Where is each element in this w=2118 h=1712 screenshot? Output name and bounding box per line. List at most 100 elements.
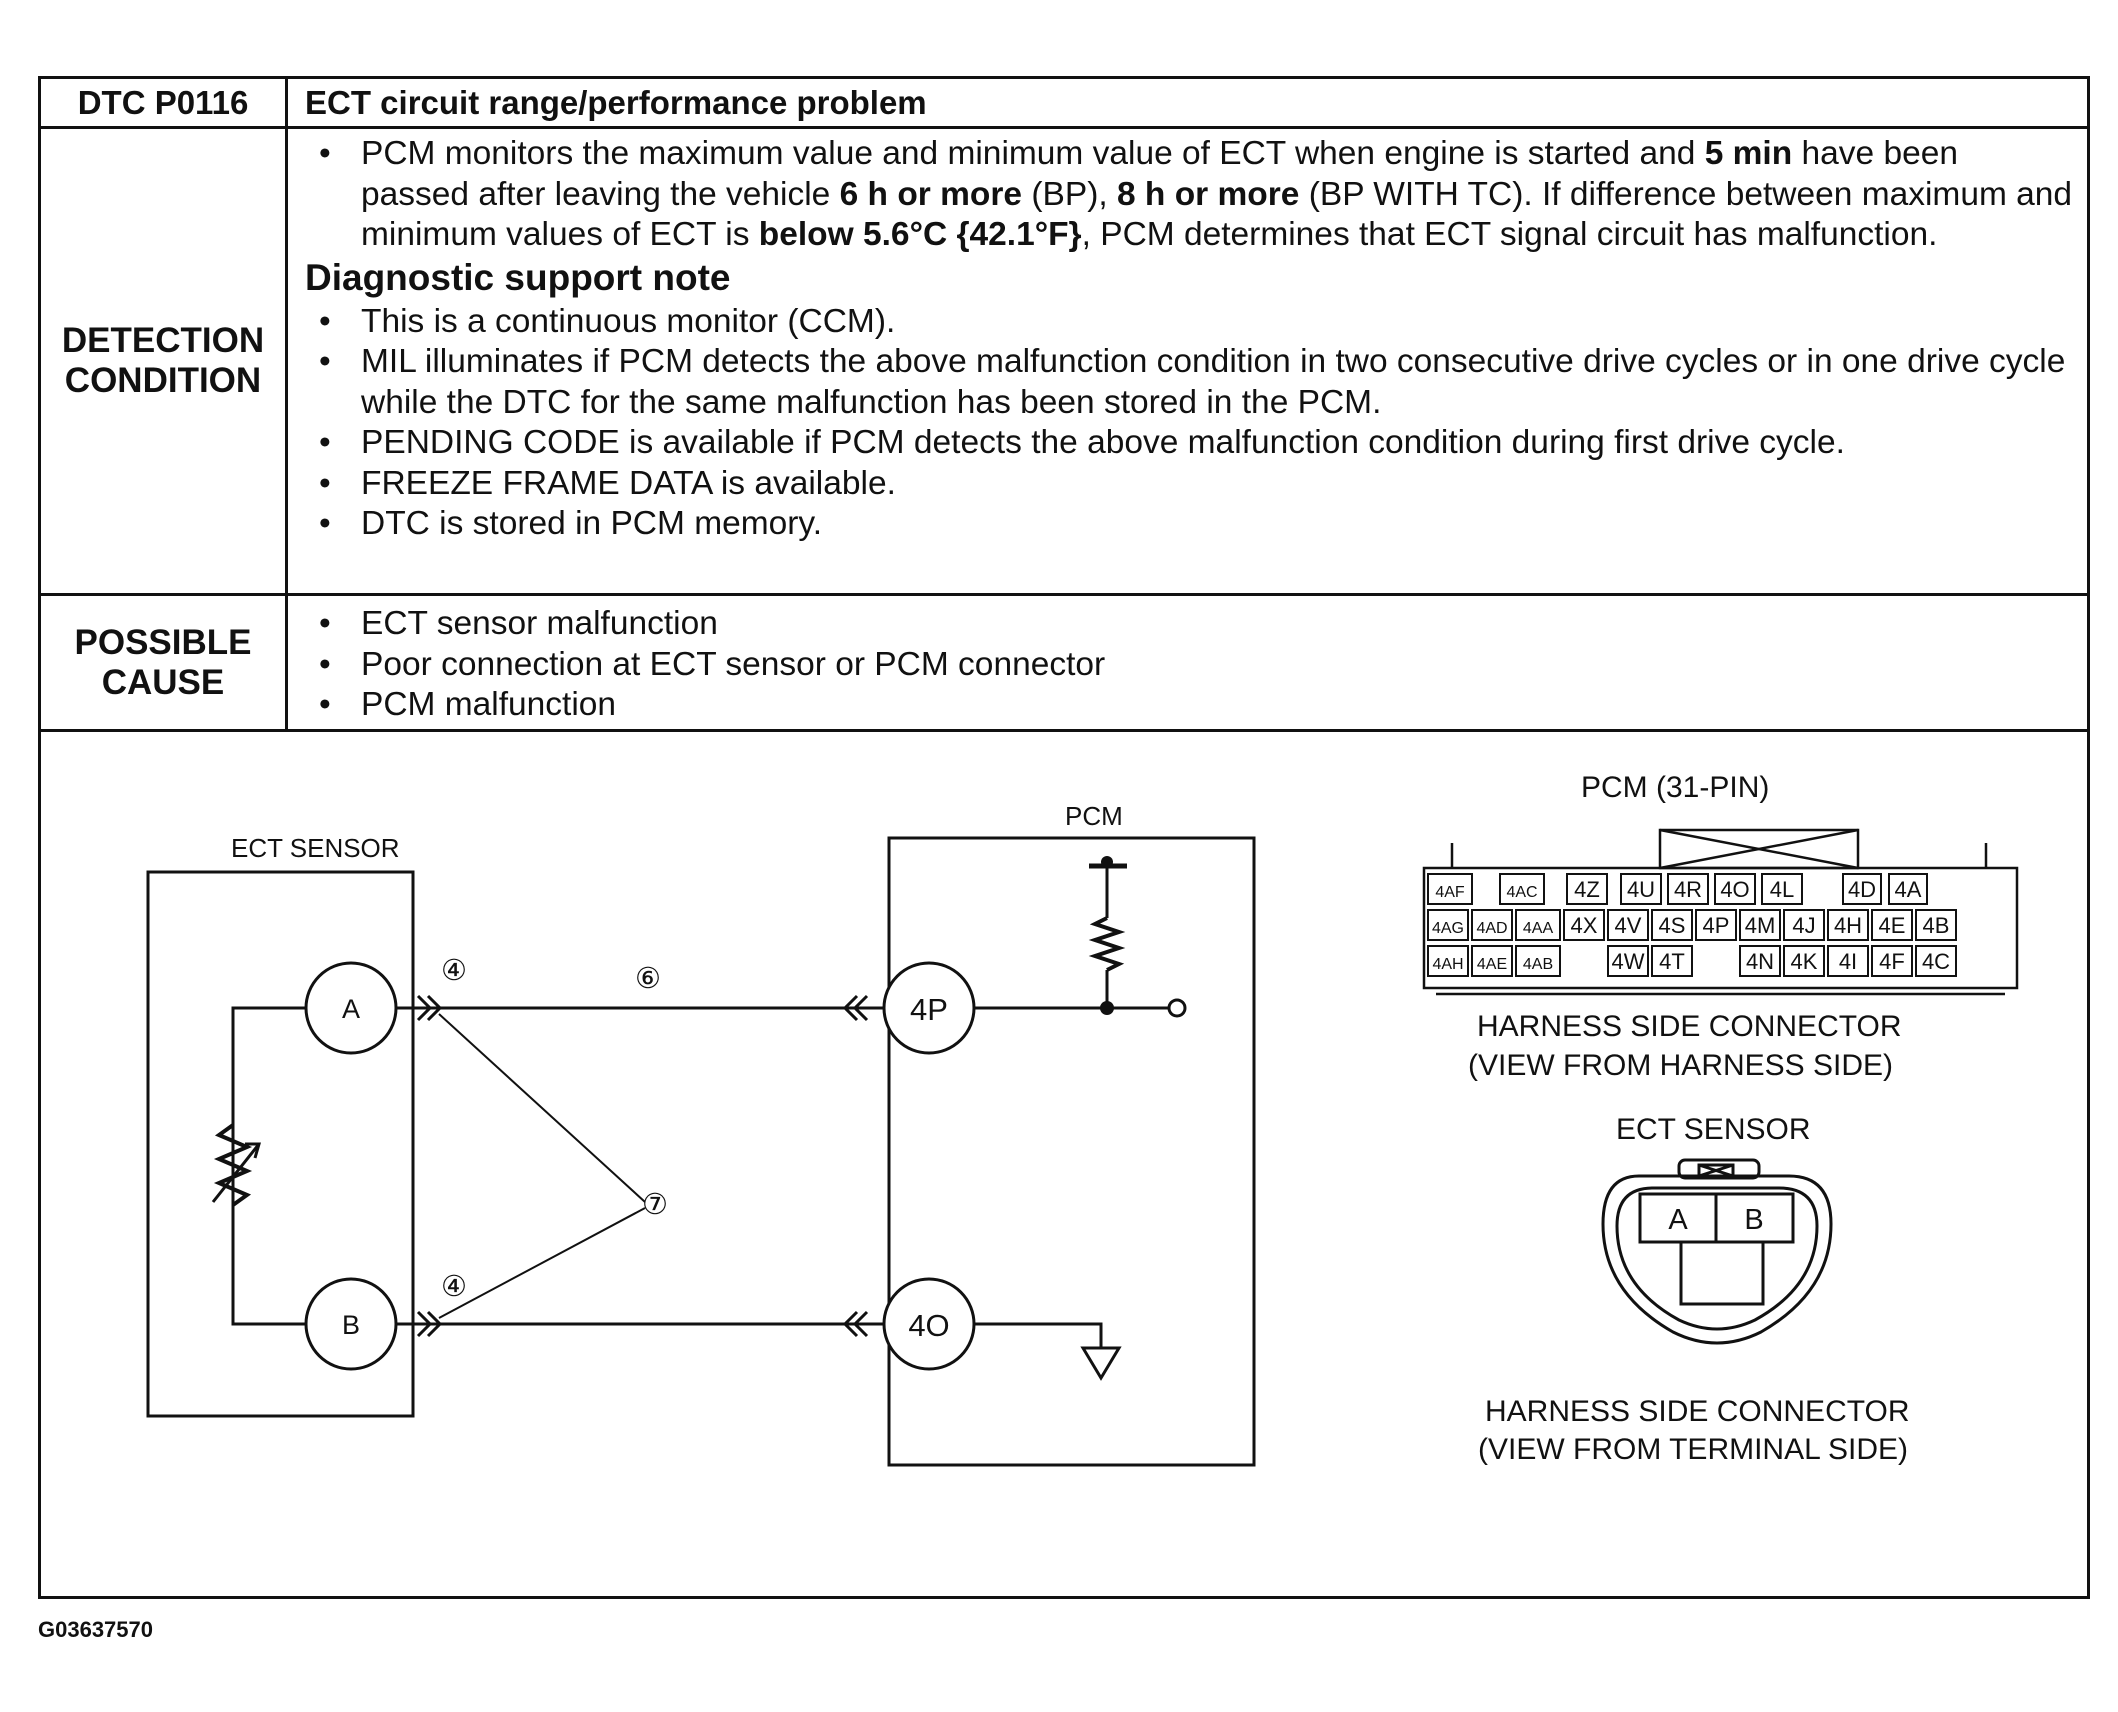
pcm-pin-cell: [1471, 945, 1513, 977]
callout-7-leader: [438, 1013, 646, 1203]
pcm-pin-label: 4R: [1674, 877, 1702, 902]
pull-up-resistor: [1088, 916, 1126, 972]
pcm-pin-label: 4F: [1879, 949, 1905, 974]
connector-chevron: [416, 1310, 433, 1338]
pcm-pin-label: 4V: [1615, 913, 1642, 938]
harness-caption-1: HARNESS SIDE CONNECTOR: [1477, 1010, 1902, 1043]
terminal-caption-2: (VIEW FROM TERMINAL SIDE): [1478, 1433, 1908, 1466]
dtc-title: ECT circuit range/performance problem: [305, 83, 927, 121]
detection-condition-content: PCM monitors the maximum value and minim…: [291, 129, 2087, 593]
pcm-pin-label: 4AH: [1432, 956, 1463, 973]
ect-pin-a-label: A: [1668, 1204, 1688, 1236]
terminal-caption-1: HARNESS SIDE CONNECTOR: [1485, 1395, 1910, 1428]
detection-condition-label: DETECTION CONDITION: [41, 129, 288, 593]
dtc-code: DTC P0116: [41, 79, 288, 126]
support-note-item: FREEZE FRAME DATA is available.: [305, 464, 2073, 505]
pcm-pin-label: 4L: [1770, 877, 1794, 902]
pcm-label: PCM: [1065, 801, 1123, 831]
pcm-pin-label: 4E: [1879, 913, 1906, 938]
pcm-pin-label: 4A: [1895, 877, 1922, 902]
pcm-box: [887, 836, 1256, 1467]
harness-caption-2: (VIEW FROM HARNESS SIDE): [1468, 1049, 1893, 1082]
pcm-pin-cell: [1827, 945, 1869, 977]
support-note-title: Diagnostic support note: [305, 256, 731, 298]
possible-cause-row: POSSIBLE CAUSE ECT sensor malfunction Po…: [41, 596, 2087, 732]
pcm-pin-cell: [1783, 909, 1825, 941]
pcm-pin-cell: [1515, 945, 1561, 977]
thermistor-arrowhead: [245, 1142, 261, 1159]
pcm-pin-label: 4P: [1703, 913, 1730, 938]
possible-cause-content: ECT sensor malfunction Poor connection a…: [291, 596, 2087, 729]
pcm-pin-cell: [1427, 873, 1473, 905]
pcm-pin-cell: [1427, 945, 1469, 977]
detection-label-line2: CONDITION: [64, 361, 262, 400]
pcm-pin-label: 4Z: [1574, 877, 1600, 902]
pcm-pin-cell: [1761, 873, 1803, 905]
pcm-output-terminal: [1167, 998, 1187, 1018]
connector-chevron: [852, 994, 869, 1022]
pcm-pin-cell: [1871, 945, 1913, 977]
connector-chevron: [852, 1310, 869, 1338]
pcm-pin-cell: [1515, 909, 1561, 941]
pcm-pin-label: 4AE: [1477, 956, 1507, 973]
pcm-pin-label: 4AB: [1523, 956, 1553, 973]
pcm-pin-label: 4S: [1659, 913, 1686, 938]
pin-4o-label: 4O: [908, 1308, 949, 1343]
pcm-pin-label: 4X: [1571, 913, 1598, 938]
pcm-pin-cell: [1739, 945, 1781, 977]
pcm-pin-cell: [1620, 873, 1662, 905]
pin-4p-label: 4P: [910, 992, 948, 1027]
pcm-pin-cell: [1471, 909, 1513, 941]
support-note-item: DTC is stored in PCM memory.: [305, 504, 2073, 545]
pcm-pin-label: 4AD: [1476, 920, 1507, 937]
thermistor-arrow: [211, 1143, 261, 1203]
cause-label-line1: POSSIBLE: [74, 622, 252, 662]
callout-6: ⑥: [635, 963, 661, 995]
pcm-pin-cell: [1871, 909, 1913, 941]
pcm-pin-cell: [1607, 945, 1649, 977]
pcm-pin-label: 4AG: [1432, 920, 1464, 937]
possible-cause-label: POSSIBLE CAUSE: [41, 596, 288, 729]
pcm-pin-label: 4K: [1791, 949, 1818, 974]
cause-item: ECT sensor malfunction: [305, 604, 2073, 645]
pcm-pin-cell: [1695, 909, 1737, 941]
pcm-pin-cell: [1427, 909, 1469, 941]
pcm-pin-label: 4I: [1839, 949, 1857, 974]
pcm-pin-label: 4W: [1612, 949, 1645, 974]
callout-4-top: ④: [441, 955, 467, 987]
sensor-internal-wire: [231, 1006, 351, 1326]
ground-wire-internal: [974, 1322, 1103, 1348]
detection-main-bullet: PCM monitors the maximum value and minim…: [305, 134, 2073, 256]
ect-connector-title: ECT SENSOR: [1616, 1113, 1811, 1146]
ect-connector-housing: [1601, 1158, 1833, 1345]
ect-sensor-box: [146, 870, 415, 1418]
callout-7: ⑦: [642, 1189, 668, 1221]
detection-label-line1: DETECTION: [61, 321, 265, 360]
dtc-header-row: DTC P0116 ECT circuit range/performance …: [41, 79, 2087, 129]
pcm-pin-cell: [1827, 909, 1869, 941]
pcm-pin-label: 4N: [1746, 949, 1774, 974]
pcm-pin-cell: [1915, 909, 1957, 941]
support-note-item: MIL illuminates if PCM detects the above…: [305, 342, 2073, 423]
pcm-pin-cell: [1667, 873, 1709, 905]
pcm-pin-cell: [1651, 909, 1693, 941]
figure-code: G03637570: [38, 1617, 153, 1642]
pcm-pin-label: 4O: [1720, 877, 1749, 902]
pcm-pin-cell: [1607, 909, 1649, 941]
connector-chevron: [842, 1310, 859, 1338]
cause-item: Poor connection at ECT sensor or PCM con…: [305, 645, 2073, 686]
ect-sensor-label: ECT SENSOR: [231, 833, 400, 863]
terminal-a-label: A: [342, 994, 360, 1024]
pcm-pin-label: 4J: [1792, 913, 1815, 938]
ect-pin-b-label: B: [1744, 1204, 1763, 1236]
ground-symbol: [1080, 1346, 1122, 1381]
callout-4-bottom: ④: [441, 1271, 467, 1303]
pcm-pin-cell: [1888, 873, 1928, 905]
pcm-connector-housing: [1422, 828, 2019, 996]
pcm-connector-title: PCM (31-PIN): [1581, 771, 1769, 804]
pcm-pin-cell: [1842, 873, 1882, 905]
pcm-pin-label: 4C: [1922, 949, 1950, 974]
pcm-pin-label: 4AA: [1523, 920, 1554, 937]
support-note-item: This is a continuous monitor (CCM).: [305, 302, 2073, 343]
